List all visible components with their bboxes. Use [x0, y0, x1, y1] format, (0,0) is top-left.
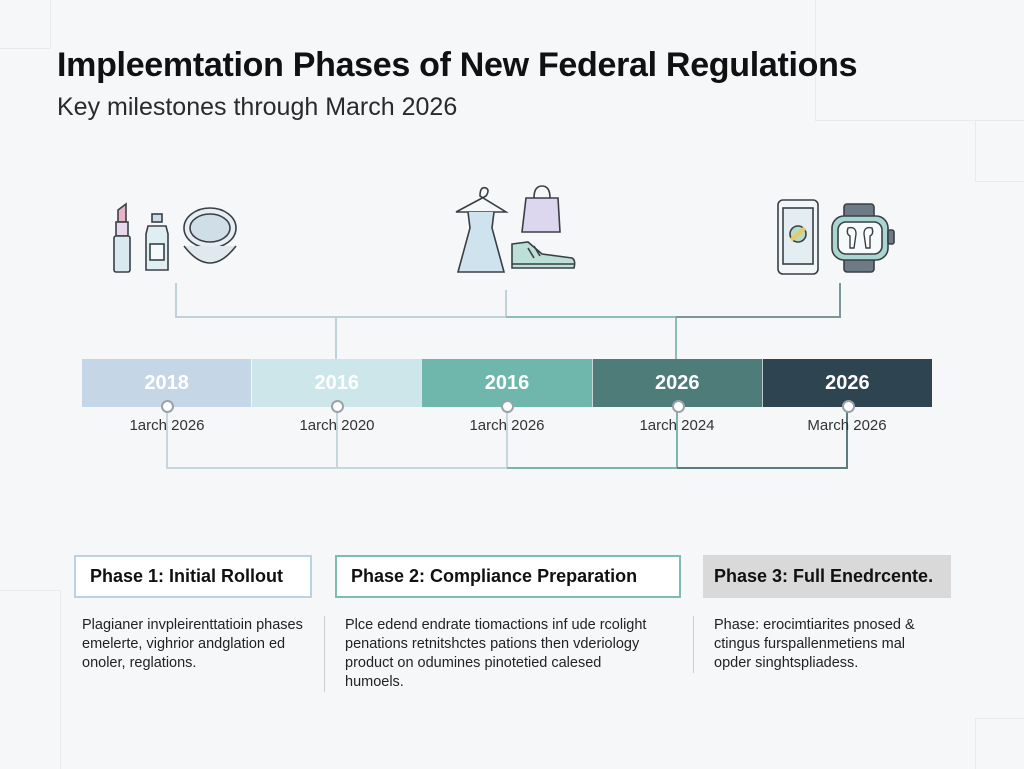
phase-3-title: Phase 3: Full Enedrcente.	[714, 566, 934, 586]
background-frame	[0, 590, 61, 769]
dress-on-hanger-icon	[455, 186, 509, 273]
connector-apparel-to-2026	[506, 316, 677, 359]
serum-bottle-icon	[145, 213, 169, 271]
smartwatch-icon	[831, 203, 895, 273]
timeline-date: 1arch 2020	[299, 417, 375, 434]
timeline-segment-1: 2018	[82, 359, 252, 413]
connector-beauty-to-2016	[175, 283, 337, 359]
smartphone-icon	[777, 199, 819, 275]
background-frame	[975, 120, 1024, 182]
phase-1-description: Plagianer invpleirenttatioin phases emel…	[72, 616, 322, 673]
description-line: emelerte, vighrior andglation ed	[82, 636, 286, 652]
lipstick-icon	[113, 202, 131, 273]
description-line: humoels.	[345, 674, 404, 690]
background-frame	[975, 718, 1024, 769]
earbuds-icon	[846, 226, 874, 249]
timeline-marker	[671, 400, 685, 413]
apparel-icon-group	[450, 184, 580, 280]
phase-2-description: Plce edend endrate tiomactions inf ude r…	[324, 616, 679, 692]
timeline-marker	[161, 400, 174, 413]
phase-2-header: Phase 2: Compliance Preparation	[335, 555, 681, 598]
timeline-bar: 2018 2016 2016 2026 2026	[82, 359, 933, 413]
timeline-segment-3: 2016	[421, 359, 592, 413]
timeline-segment-4: 2026	[591, 359, 762, 413]
page-subtitle: Key milestones through March 2026	[57, 93, 458, 121]
connector-bottom-end	[677, 411, 848, 469]
timeline-segment-5: 2026	[761, 359, 933, 413]
description-line: penations retnitshctes pations then vder…	[345, 636, 640, 652]
background-frame	[815, 0, 1024, 121]
description-line: onoler, reglations.	[82, 655, 197, 671]
shopping-bag-icon	[521, 185, 561, 233]
phase-3-header: Phase 3: Full Enedrcente.	[703, 555, 951, 598]
description-line: Plce edend endrate tiomactions inf ude r…	[345, 617, 647, 633]
phase-1-title: Phase 1: Initial Rollout	[90, 566, 284, 586]
segment-year: 2026	[825, 371, 870, 394]
timeline-date: 1arch 2026	[469, 417, 545, 434]
description-line: product on odumines pinotetied calesed	[345, 655, 602, 671]
electronics-icon-group	[776, 198, 898, 278]
timeline-marker	[841, 400, 855, 413]
segment-year: 2026	[654, 371, 700, 394]
connector-electronics	[676, 283, 841, 318]
phase-3-description: Phase: erocimtiarites pnosed & ctingus f…	[693, 616, 943, 673]
compact-mirror-icon	[183, 207, 237, 264]
description-line: Phase: erocimtiarites pnosed &	[714, 617, 915, 633]
timeline-date: March 2026	[807, 417, 887, 434]
sneaker-icon	[511, 241, 576, 269]
description-line: ctingus furspallenmetiens mal	[714, 636, 906, 652]
timeline-segment-2: 2016	[251, 359, 422, 413]
page-title: Impleemtation Phases of New Federal Regu…	[57, 46, 858, 84]
background-frame	[0, 0, 51, 49]
segment-year: 2016	[314, 371, 360, 394]
connector-junction-apparel	[336, 290, 507, 318]
timeline-date: 1arch 2026	[129, 417, 205, 434]
timeline-dates: 1arch 2026 1arch 2020 1arch 2026 1arch 2…	[82, 417, 932, 434]
timeline-marker	[501, 400, 515, 413]
phase-1-header: Phase 1: Initial Rollout	[74, 555, 312, 598]
phase-2-title: Phase 2: Compliance Preparation	[351, 566, 638, 586]
segment-year: 2016	[484, 371, 530, 394]
description-line: Plagianer invpleirenttatioin phases	[82, 617, 303, 633]
beauty-icon-group	[112, 200, 242, 278]
connector-bottom-left	[166, 411, 338, 469]
description-line: opder singhtspliadess.	[714, 655, 859, 671]
segment-year: 2018	[144, 371, 189, 394]
timeline-marker	[331, 400, 345, 413]
timeline-date: 1arch 2024	[639, 417, 715, 434]
